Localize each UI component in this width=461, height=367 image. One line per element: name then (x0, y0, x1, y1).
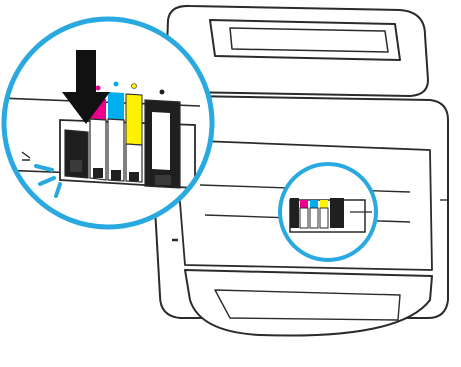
location-callout (280, 164, 376, 260)
cartridge-yellow (126, 94, 142, 182)
cartridge-black (65, 130, 88, 178)
mini-cartridge-magenta (300, 200, 308, 208)
cartridge-cyan (108, 92, 124, 181)
mini-cartridge-black (290, 198, 299, 228)
mini-cartridge-cyan (310, 200, 318, 208)
mini-cartridge-black-xl (330, 198, 344, 228)
mini-cartridge-yellow (320, 200, 328, 208)
cartridge-black-xl (145, 100, 180, 188)
magnified-callout (0, 19, 215, 227)
